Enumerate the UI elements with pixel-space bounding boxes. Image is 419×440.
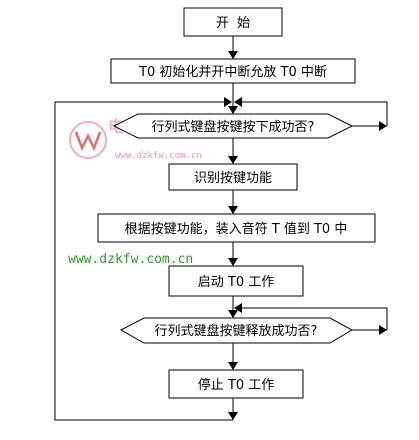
node-start-t0: 启动 T0 工作	[168, 265, 304, 297]
node-stop-t0: 停止 T0 工作	[168, 369, 304, 399]
arrowhead-icon	[228, 51, 238, 59]
watermark-url-light: www.dzkfw.com.cn	[115, 151, 202, 161]
node-identify: 识别按键功能	[168, 163, 298, 191]
arrowhead-icon	[234, 303, 242, 313]
node-init: T0 初始化并开中断允放 T0 中断	[110, 58, 356, 84]
node-stop-t0-label: 停止 T0 工作	[198, 377, 274, 393]
arrowhead-icon	[224, 97, 232, 107]
node-load-tone-label: 根据按键功能，装入音符 T 值到 T0 中	[125, 221, 348, 237]
arrowhead-icon	[228, 258, 238, 266]
node-check-press-label: 行列式键盘按键按下成功否?	[152, 119, 315, 135]
logo-ring-icon	[69, 121, 107, 159]
node-start-label: 开 始	[216, 16, 250, 31]
node-init-label: T0 初始化并开中断允放 T0 中断	[138, 64, 327, 80]
arrowhead-icon	[379, 121, 387, 131]
loop-press-no	[239, 101, 388, 127]
arrowhead-icon	[234, 97, 242, 107]
node-start: 开 始	[183, 7, 283, 37]
watermark-url-green: www.dzkfw.com.cn	[68, 252, 193, 267]
node-load-tone: 根据按键功能，装入音符 T 值到 T0 中	[97, 213, 376, 243]
loop-back-main	[54, 101, 233, 421]
arrowhead-icon	[228, 106, 238, 114]
arrowhead-icon	[379, 325, 387, 335]
node-identify-label: 识别按键功能	[194, 171, 272, 186]
logo-w-icon	[74, 131, 102, 152]
node-check-release-label: 行列式键盘按键释放成功否?	[155, 323, 318, 339]
arrowhead-icon	[228, 412, 238, 420]
node-start-t0-label: 启动 T0 工作	[198, 275, 274, 290]
arrowhead-icon	[228, 362, 238, 370]
arrowhead-icon	[228, 310, 238, 318]
node-check-press: 行列式键盘按键按下成功否?	[112, 113, 354, 139]
arrowhead-icon	[228, 156, 238, 164]
node-check-release: 行列式键盘按键释放成功否?	[119, 317, 354, 344]
arrowhead-icon	[228, 206, 238, 214]
loop-release-no	[239, 307, 388, 331]
